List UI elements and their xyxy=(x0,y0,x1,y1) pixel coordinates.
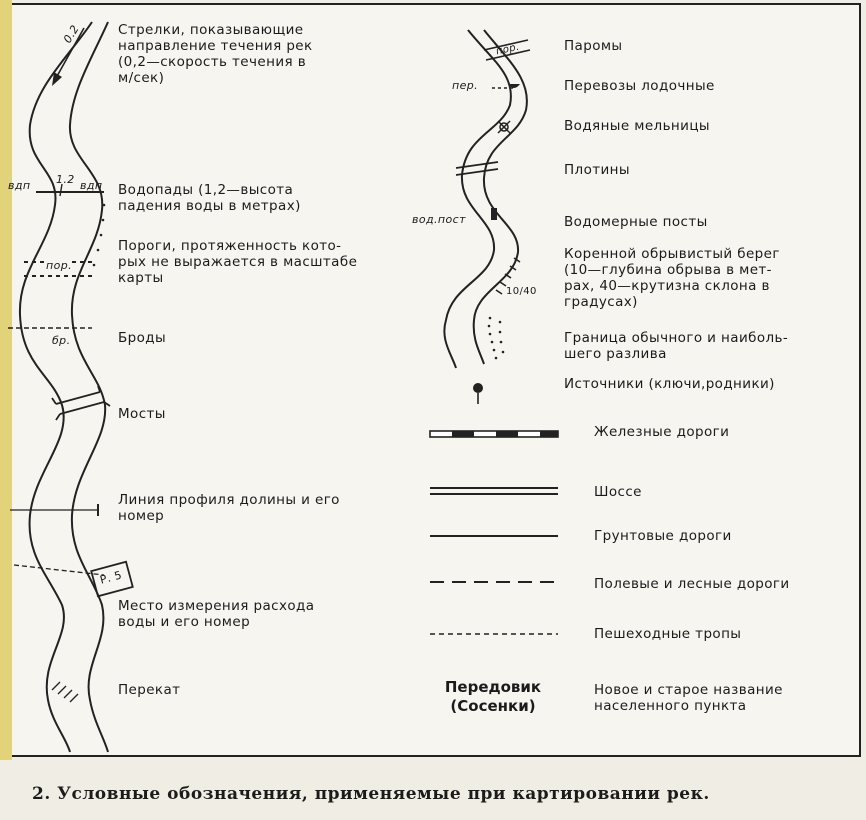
bank-dots-icon xyxy=(92,203,106,267)
flood-boundary-icon xyxy=(487,316,505,360)
bank-mark: 10/40 xyxy=(506,286,537,297)
legend-field: Полевые и лесные дороги xyxy=(594,576,790,592)
profile-line-icon xyxy=(10,504,99,516)
legend-railways: Железные дороги xyxy=(594,424,730,440)
boat-mark: пер. xyxy=(452,79,479,92)
legend-bank: Коренной обрывистый берег(10—глубина обр… xyxy=(564,246,780,310)
measure-station-icon xyxy=(13,560,134,598)
legend-bridges: Мосты xyxy=(118,406,166,422)
legend-dirt: Грунтовые дороги xyxy=(594,528,732,544)
legend-mills: Водяные мельницы xyxy=(564,118,710,134)
ferry-icon xyxy=(483,39,531,61)
legend-boats: Перевозы лодочные xyxy=(564,78,715,94)
waterfall-icon xyxy=(36,183,104,197)
legend-springs: Источники (ключи,родники) xyxy=(564,376,775,392)
gauge-mark: вод.пост xyxy=(412,213,466,226)
waterfall-right-mark: вдп xyxy=(80,179,103,192)
railway-icon xyxy=(429,430,559,438)
legend-gauges: Водомерные посты xyxy=(564,214,708,230)
legend-highway: Шоссе xyxy=(594,484,642,500)
legend-ferries: Паромы xyxy=(564,38,623,54)
cliff-bank-icon xyxy=(495,257,521,295)
legend-dams: Плотины xyxy=(564,162,630,178)
rapids-mark: пор. xyxy=(46,258,73,274)
waterfall-left-mark: вдп xyxy=(8,179,31,192)
settlement-old-name: (Сосенки) xyxy=(450,697,536,715)
legend-flood: Граница обычного и наиболь-шего разлива xyxy=(564,330,789,362)
legend-frame xyxy=(7,3,861,757)
page-edge xyxy=(0,0,12,760)
shoal-icon xyxy=(51,681,79,703)
settlement-new-name: Передовик xyxy=(444,678,542,696)
left-river xyxy=(18,21,109,753)
figure-caption: 2. Условные обозначения, применяемые при… xyxy=(32,784,710,804)
boat-crossing-icon xyxy=(492,84,520,89)
ford-mark: бр. xyxy=(52,334,71,347)
legend-shoal: Перекат xyxy=(118,682,181,698)
spring-icon xyxy=(473,383,483,404)
flow-arrow-icon xyxy=(52,27,85,86)
dam-icon xyxy=(455,161,499,176)
legend-paths: Пешеходные тропы xyxy=(594,626,742,642)
mill-icon xyxy=(497,120,511,134)
settlement-example: Передовик (Сосенки) xyxy=(436,678,550,716)
legend-fords: Броды xyxy=(118,330,167,346)
waterfall-height-mark: 1.2 xyxy=(56,173,75,186)
highway-icon xyxy=(430,487,558,495)
bridge-icon xyxy=(51,385,111,421)
legend-rapids: Пороги, протяженность кото-рых не выража… xyxy=(118,238,358,286)
gauge-post-icon xyxy=(491,208,497,220)
